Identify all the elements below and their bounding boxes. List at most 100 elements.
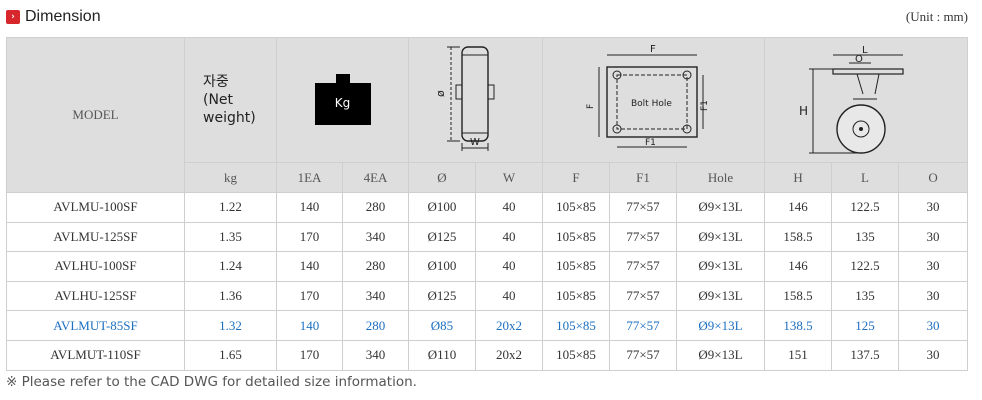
cell-model: AVLMU-125SF (6, 221, 185, 253)
cell-ea4: 280 (342, 310, 409, 341)
cell-f1: 77×57 (609, 221, 677, 253)
cell-f1: 77×57 (609, 192, 677, 223)
bullet-arrow-icon: › (6, 10, 20, 24)
col-o: O (898, 162, 969, 193)
cell-f: 105×85 (542, 310, 610, 341)
col-kg: kg (184, 162, 277, 193)
cell-o: 30 (898, 221, 969, 253)
cell-model: AVLHU-100SF (6, 251, 185, 282)
svg-text:H: H (799, 104, 808, 118)
cell-h: 146 (764, 251, 833, 282)
svg-text:F1: F1 (700, 100, 710, 111)
col-f1: F1 (609, 162, 677, 193)
cell-w: 40 (475, 192, 543, 223)
col-1ea: 1EA (276, 162, 343, 193)
col-diameter: Ø (408, 162, 476, 193)
weight-icon: Kg (314, 74, 371, 125)
net-weight-label: 자중 (Net weight) (203, 74, 256, 126)
cell-w: 40 (475, 280, 543, 312)
cell-o: 30 (898, 251, 969, 282)
cell-kg: 1.35 (184, 221, 277, 253)
cell-model: AVLHU-125SF (6, 280, 185, 312)
cell-phi: Ø100 (408, 251, 476, 282)
svg-text:F1: F1 (645, 138, 656, 148)
cell-w: 40 (475, 221, 543, 253)
cell-model: AVLMUT-110SF (6, 339, 185, 371)
cell-ea4: 340 (342, 221, 409, 253)
cell-kg: 1.24 (184, 251, 277, 282)
subheader-row: kg 1EA 4EA Ø W F F1 Hole H L O (7, 162, 969, 193)
cell-h: 158.5 (764, 221, 833, 253)
cell-ea1: 140 (276, 310, 343, 341)
unit-label: (Unit : mm) (905, 9, 968, 24)
cell-ea1: 170 (276, 339, 343, 371)
cell-f: 105×85 (542, 251, 610, 282)
model-header: MODEL (6, 37, 185, 193)
cell-o: 30 (898, 339, 969, 371)
svg-text:Bolt Hole: Bolt Hole (631, 99, 672, 109)
dimension-table: MODEL 자중 (Net weight) Kg ø (6, 37, 969, 371)
col-w: W (475, 162, 543, 193)
cell-l: 122.5 (831, 192, 900, 223)
svg-text:ø: ø (434, 90, 447, 97)
caster-diagram: L O H (799, 45, 904, 154)
plate-diagram-cell: F F F1 Bolt Hole F1 (541, 37, 766, 163)
cell-hole: Ø9×13L (675, 192, 766, 223)
wheel-diagram-cell: ø W (408, 37, 543, 163)
svg-text:O: O (855, 54, 863, 65)
cell-w: 40 (475, 251, 543, 282)
svg-text:F: F (586, 104, 596, 109)
col-4ea: 4EA (342, 162, 409, 193)
cell-l: 135 (831, 221, 900, 253)
cell-phi: Ø125 (408, 221, 476, 253)
cell-kg: 1.65 (184, 339, 277, 371)
cell-f: 105×85 (542, 192, 610, 223)
cell-phi: Ø110 (408, 339, 476, 371)
cell-ea4: 280 (342, 192, 409, 223)
cell-kg: 1.22 (184, 192, 277, 223)
cell-ea1: 140 (276, 192, 343, 223)
cell-phi: Ø85 (408, 310, 476, 341)
cell-l: 137.5 (831, 339, 900, 371)
section-header: › Dimension (6, 6, 101, 28)
wheel-diagram: ø W (434, 46, 494, 151)
cell-l: 122.5 (831, 251, 900, 282)
svg-text:F: F (650, 44, 656, 55)
svg-text:L: L (862, 45, 868, 56)
cell-f: 105×85 (542, 280, 610, 312)
cell-ea1: 140 (276, 251, 343, 282)
section-title: Dimension (25, 8, 101, 25)
cell-model: AVLMUT-85SF (6, 310, 185, 341)
cell-hole: Ø9×13L (675, 221, 766, 253)
svg-text:W: W (470, 137, 480, 148)
cell-kg: 1.32 (184, 310, 277, 341)
col-hole: Hole (675, 162, 766, 193)
cell-f1: 77×57 (609, 280, 677, 312)
cell-h: 158.5 (764, 280, 833, 312)
header-row: MODEL 자중 (Net weight) Kg ø (6, 37, 969, 193)
cell-ea1: 170 (276, 221, 343, 253)
cell-ea1: 170 (276, 280, 343, 312)
col-f: F (542, 162, 610, 193)
cell-ea4: 340 (342, 280, 409, 312)
cell-f1: 77×57 (609, 251, 677, 282)
cell-hole: Ø9×13L (675, 280, 766, 312)
col-h: H (764, 162, 833, 193)
cell-phi: Ø100 (408, 192, 476, 223)
caster-diagram-cell: L O H (764, 37, 969, 163)
cell-h: 146 (764, 192, 833, 223)
cell-ea4: 280 (342, 251, 409, 282)
col-l: L (831, 162, 900, 193)
cell-l: 125 (831, 310, 900, 341)
cell-hole: Ø9×13L (675, 251, 766, 282)
cell-w: 20x2 (475, 339, 543, 371)
cell-hole: Ø9×13L (675, 310, 766, 341)
cell-w: 20x2 (475, 310, 543, 341)
